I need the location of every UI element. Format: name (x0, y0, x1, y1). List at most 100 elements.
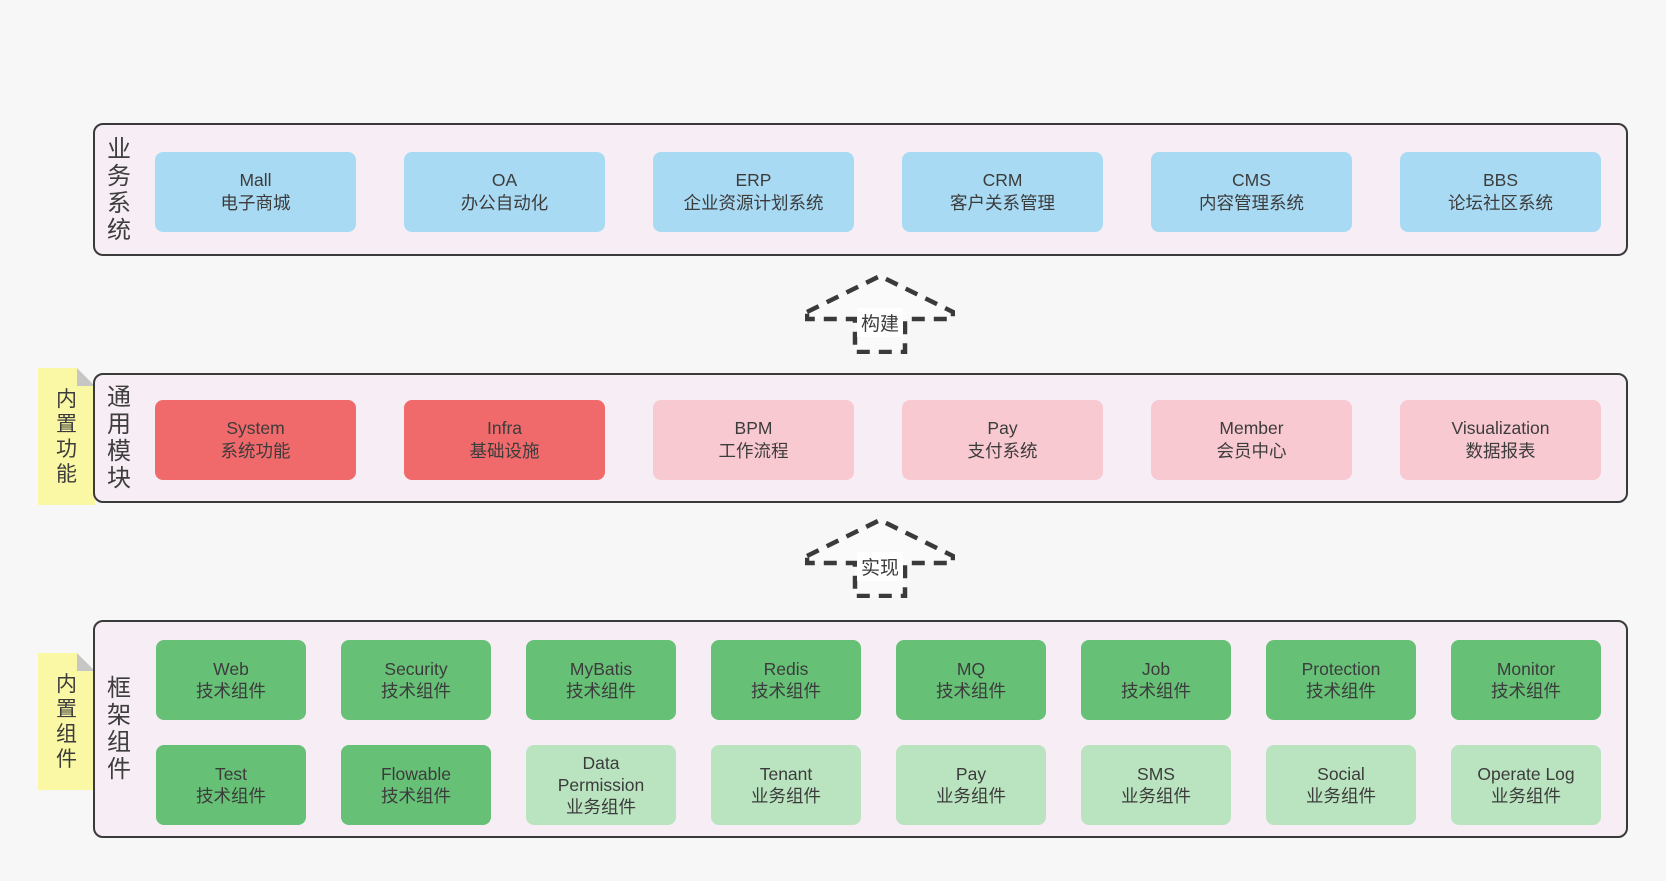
box-social: Social 业务组件 (1266, 745, 1416, 825)
box-name: Member (1219, 418, 1284, 438)
components-box-row-1: Web 技术组件 Security 技术组件 MyBatis 技术组件 Redi… (156, 640, 1601, 720)
arrow-implement: 实现 (805, 518, 955, 598)
components-box-row-2: Test 技术组件 Flowable 技术组件 Data Permission … (156, 745, 1601, 825)
sticky-tag-label: 内置功能 (56, 387, 77, 486)
box-name: Security (384, 659, 448, 679)
box-pay-component: Pay 业务组件 (896, 745, 1046, 825)
box-desc: 技术组件 (1306, 681, 1376, 701)
box-desc: 业务组件 (1491, 786, 1561, 806)
box-redis: Redis 技术组件 (711, 640, 861, 720)
box-desc: 技术组件 (1491, 681, 1561, 701)
box-visualization: Visualization 数据报表 (1400, 400, 1601, 480)
box-member: Member 会员中心 (1151, 400, 1352, 480)
arrow-build: 构建 (805, 274, 955, 354)
box-tenant: Tenant 业务组件 (711, 745, 861, 825)
box-system: System 系统功能 (155, 400, 356, 480)
box-name: Flowable (380, 764, 452, 784)
box-name: Data Permission (557, 753, 645, 795)
box-name: Job (1141, 659, 1171, 679)
box-name: Pay (987, 418, 1018, 438)
band-business-systems: 业务系统 Mall 电子商城 OA 办公自动化 ERP 企业资源计划系统 CRM… (93, 123, 1628, 256)
band-common-modules: 通用模块 System 系统功能 Infra 基础设施 BPM 工作流程 Pay… (93, 373, 1628, 503)
box-name: Monitor (1496, 659, 1556, 679)
box-crm: CRM 客户关系管理 (902, 152, 1103, 232)
box-mall: Mall 电子商城 (155, 152, 356, 232)
band-framework-components: 框架组件 Web 技术组件 Security 技术组件 MyBatis 技术组件… (93, 620, 1628, 838)
box-desc: 技术组件 (936, 681, 1006, 701)
box-name: SMS (1137, 764, 1175, 784)
box-mq: MQ 技术组件 (896, 640, 1046, 720)
box-desc: 工作流程 (718, 441, 789, 461)
box-desc: 客户关系管理 (950, 193, 1055, 213)
arrow-label: 实现 (856, 552, 904, 581)
box-oa: OA 办公自动化 (404, 152, 605, 232)
box-test: Test 技术组件 (156, 745, 306, 825)
arrow-label: 构建 (856, 308, 904, 337)
box-mybatis: MyBatis 技术组件 (526, 640, 676, 720)
box-name: Infra (486, 418, 523, 438)
box-security: Security 技术组件 (341, 640, 491, 720)
box-desc: 内容管理系统 (1199, 193, 1304, 213)
box-desc: 技术组件 (751, 681, 821, 701)
box-name: CRM (982, 170, 1023, 190)
box-job: Job 技术组件 (1081, 640, 1231, 720)
box-name: BBS (1482, 170, 1519, 190)
band-side-label: 框架组件 (107, 675, 131, 783)
box-name: System (226, 418, 285, 438)
box-name: Web (213, 659, 249, 679)
box-desc: 业务组件 (751, 786, 821, 806)
box-desc: 技术组件 (566, 681, 636, 701)
box-operate-log: Operate Log 业务组件 (1451, 745, 1601, 825)
box-flowable: Flowable 技术组件 (341, 745, 491, 825)
box-desc: 业务组件 (1306, 786, 1376, 806)
box-name: Redis (763, 659, 809, 679)
box-erp: ERP 企业资源计划系统 (653, 152, 854, 232)
box-desc: 技术组件 (381, 786, 451, 806)
box-desc: 技术组件 (196, 786, 266, 806)
box-name: CMS (1232, 170, 1271, 190)
box-desc: 技术组件 (1121, 681, 1191, 701)
box-bpm: BPM 工作流程 (653, 400, 854, 480)
box-desc: 办公自动化 (460, 193, 549, 213)
box-name: Social (1317, 764, 1365, 784)
box-name: Tenant (759, 764, 813, 784)
box-desc: 技术组件 (196, 681, 266, 701)
box-desc: 会员中心 (1216, 441, 1287, 461)
box-name: Operate Log (1477, 764, 1575, 784)
sticky-tag-built-in-features: 内置功能 (38, 368, 95, 505)
box-cms: CMS 内容管理系统 (1151, 152, 1352, 232)
box-desc: 基础设施 (469, 441, 540, 461)
box-desc: 系统功能 (220, 441, 291, 461)
box-name: Mall (239, 170, 272, 190)
sticky-tag-built-in-components: 内置组件 (38, 653, 95, 790)
band-side-label: 通用模块 (107, 384, 131, 492)
box-desc: 技术组件 (381, 681, 451, 701)
box-name: BPM (734, 418, 773, 438)
band-side-label: 业务系统 (107, 135, 131, 244)
box-sms: SMS 业务组件 (1081, 745, 1231, 825)
box-protection: Protection 技术组件 (1266, 640, 1416, 720)
business-box-row: Mall 电子商城 OA 办公自动化 ERP 企业资源计划系统 CRM 客户关系… (155, 152, 1601, 232)
box-desc: 业务组件 (1121, 786, 1191, 806)
modules-box-row: System 系统功能 Infra 基础设施 BPM 工作流程 Pay 支付系统… (155, 400, 1601, 480)
box-data-permission: Data Permission 业务组件 (526, 745, 676, 825)
box-desc: 论坛社区系统 (1448, 193, 1553, 213)
box-web: Web 技术组件 (156, 640, 306, 720)
sticky-tag-label: 内置组件 (56, 672, 77, 771)
box-pay-system: Pay 支付系统 (902, 400, 1103, 480)
box-infra: Infra 基础设施 (404, 400, 605, 480)
box-name: Pay (955, 764, 987, 784)
box-desc: 电子商城 (220, 193, 291, 213)
box-bbs: BBS 论坛社区系统 (1400, 152, 1601, 232)
box-desc: 数据报表 (1465, 441, 1536, 461)
box-desc: 业务组件 (566, 797, 636, 817)
box-name: MQ (956, 659, 986, 679)
box-monitor: Monitor 技术组件 (1451, 640, 1601, 720)
box-desc: 业务组件 (936, 786, 1006, 806)
box-desc: 企业资源计划系统 (683, 193, 824, 213)
box-name: Visualization (1451, 418, 1550, 438)
box-name: Test (214, 764, 248, 784)
box-name: ERP (735, 170, 772, 190)
box-name: MyBatis (569, 659, 633, 679)
